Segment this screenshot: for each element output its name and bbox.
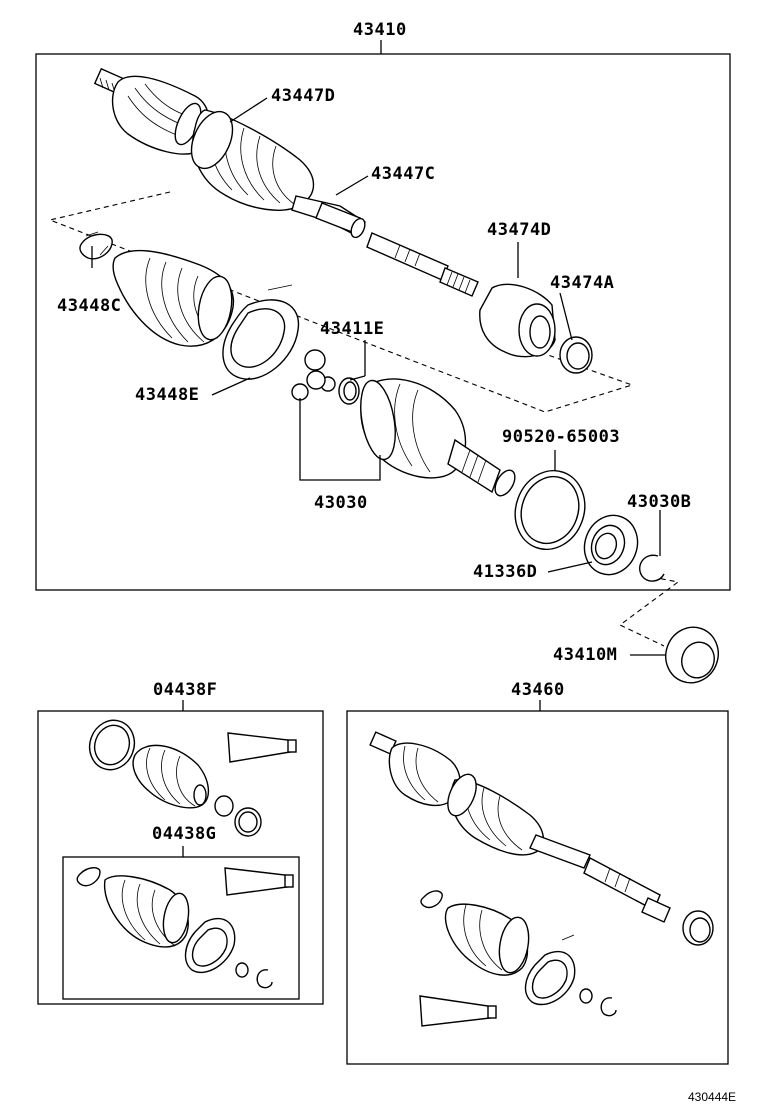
assembly-43460-parts: [369, 700, 714, 1027]
outer-boot-43447D: [190, 109, 315, 211]
label-43411E: 43411E: [320, 319, 385, 339]
box-04438F: [37, 710, 324, 1005]
label-04438G: 04438G: [152, 824, 217, 844]
label-43410M: 43410M: [553, 645, 618, 665]
label-43447C: 43447C: [371, 164, 436, 184]
snap-ring-43411E: [338, 377, 360, 405]
label-43474A: 43474A: [550, 273, 615, 293]
label-43448C: 43448C: [57, 296, 122, 316]
kit-04438F-parts: [88, 700, 297, 857]
reference-code: 430444E: [688, 1090, 737, 1104]
leader-lines-main: [91, 40, 666, 656]
tripod-joint: [291, 349, 336, 401]
label-43448E: 43448E: [135, 385, 200, 405]
label-43030: 43030: [314, 493, 368, 513]
shaft-43447C: [291, 195, 479, 297]
label-43447D: 43447D: [271, 86, 336, 106]
band-43448E: [222, 284, 300, 380]
label-43460: 43460: [511, 680, 565, 700]
label-43030B: 43030B: [627, 492, 692, 512]
ring-90520-65003: [514, 469, 586, 551]
box-04438G: [62, 856, 300, 1000]
clamp-ring-43474A: [559, 336, 593, 374]
clamp-43448C: [79, 231, 113, 260]
snap-ring-43030B: [639, 554, 665, 582]
label-41336D: 41336D: [473, 562, 538, 582]
dashed-region: [48, 191, 634, 413]
label-43410: 43410: [353, 20, 407, 40]
label-04438F: 04438F: [153, 680, 218, 700]
dashed-connector: [618, 576, 680, 647]
bearing-43410M: [665, 626, 719, 684]
bearing-41336D: [583, 514, 639, 576]
inner-cv-housing: [360, 378, 516, 497]
inner-boot: [112, 249, 235, 347]
box-43460: [346, 710, 729, 1065]
damper-43474D: [479, 283, 556, 358]
label-90520-65003: 90520-65003: [502, 427, 621, 447]
box-43410: [35, 53, 731, 591]
kit-04438G-parts: [76, 867, 294, 989]
label-43474D: 43474D: [487, 220, 552, 240]
